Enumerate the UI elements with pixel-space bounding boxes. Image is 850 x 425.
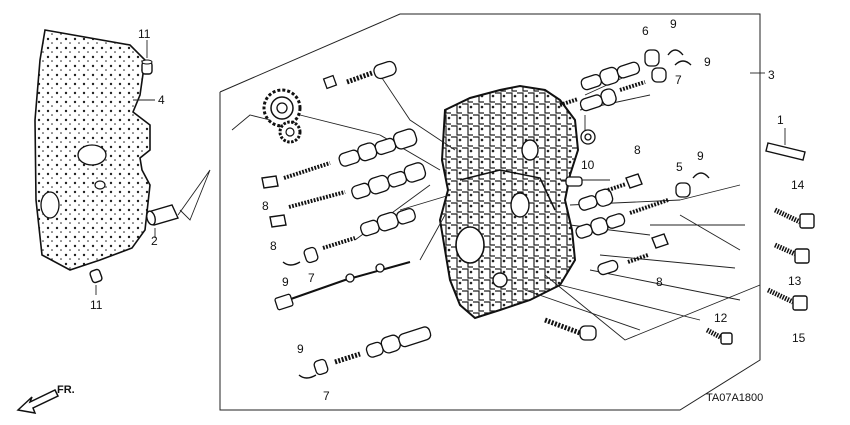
callout-3: 3	[768, 68, 775, 82]
callout-1: 1	[777, 113, 784, 127]
retainer-clips	[261, 49, 710, 379]
callout-2: 2	[151, 234, 158, 248]
callout-15: 15	[792, 331, 806, 345]
dowel-pin-top	[141, 59, 153, 75]
callout-7-bottom: 7	[323, 389, 330, 403]
callout-12: 12	[714, 311, 728, 325]
callout-8-upper: 8	[262, 199, 269, 213]
callout-9-right: 9	[697, 149, 704, 163]
callout-6: 6	[642, 24, 649, 38]
valve-spools-right	[544, 49, 691, 341]
callout-11-top: 11	[138, 27, 151, 41]
shaft-and-bolts	[705, 142, 815, 345]
callout-9-bottom: 9	[297, 342, 304, 356]
separator-plate	[34, 29, 151, 271]
callout-5: 5	[676, 160, 683, 174]
callout-8-lower: 8	[270, 239, 277, 253]
pump-gears	[262, 88, 302, 144]
bolt-12	[705, 327, 733, 345]
callout-7-middle: 7	[308, 271, 315, 285]
callout-9-middle: 9	[282, 275, 289, 289]
callout-8-right-lower: 8	[656, 275, 663, 289]
bolt-15	[766, 287, 808, 311]
bolt-13	[773, 242, 810, 264]
front-direction-arrow: FR.	[16, 384, 75, 414]
callout-11-bottom: 11	[90, 298, 103, 312]
callout-8-right-upper: 8	[634, 143, 641, 157]
valve-spools-left	[274, 60, 432, 376]
callout-13: 13	[788, 274, 802, 288]
callout-9-top: 9	[670, 17, 677, 31]
pipe-sleeve	[146, 204, 179, 226]
assembly-frame	[219, 13, 761, 411]
callout-9-top-right: 9	[704, 55, 711, 69]
callout-10: 10	[581, 158, 595, 172]
callout-7-top: 7	[675, 73, 682, 87]
front-direction-label: FR.	[57, 384, 75, 396]
callout-labels: 1 2 3 4 5 6 7 7 7 8 8 8 8 9 9 9 9 9 10 1…	[90, 17, 806, 403]
main-valve-body	[438, 84, 580, 320]
callout-14: 14	[791, 178, 805, 192]
dowel-pin-bottom	[89, 268, 103, 284]
bolt-14	[773, 207, 815, 229]
diagram-code: TA07A1800	[706, 392, 763, 404]
callout-4: 4	[158, 93, 165, 107]
